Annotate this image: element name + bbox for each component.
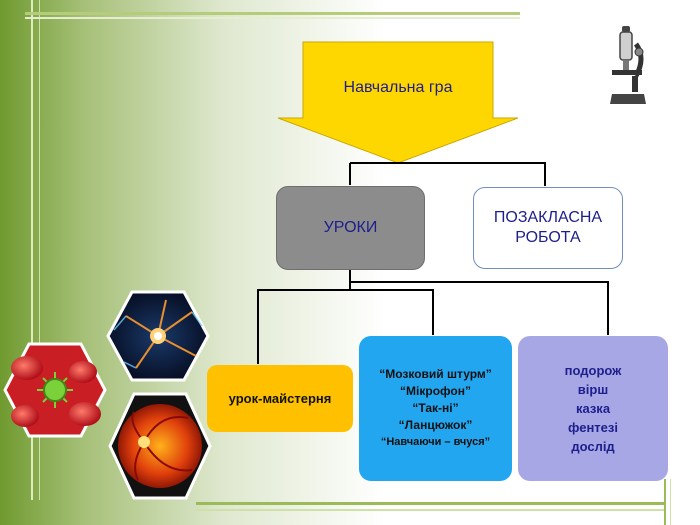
game-item: “Мозковий штурм” xyxy=(379,367,492,381)
blood-cells-image xyxy=(3,342,107,438)
game-item: “Навчаючи – вчуся” xyxy=(380,436,491,448)
retina-image xyxy=(108,392,212,500)
game-item: “Так-ні” xyxy=(412,401,459,415)
root-arrow-shape xyxy=(277,41,519,164)
top-bar-light xyxy=(25,17,520,19)
game-item: “Ланцюжок” xyxy=(398,418,473,432)
microscope-icon xyxy=(610,26,646,104)
bottom-bar xyxy=(196,502,666,505)
form-item: подорож xyxy=(564,363,622,378)
neuron-image xyxy=(106,290,210,382)
left-vertical-bar-thin xyxy=(39,0,40,500)
node-pozaklasna-line2: РОБОТА xyxy=(515,229,581,246)
form-item: казка xyxy=(575,401,611,416)
node-forms: подорож вірш казка фентезі дослід xyxy=(518,336,668,481)
right-vertical-bar xyxy=(664,479,666,525)
bottom-bar-light xyxy=(196,509,666,511)
node-pozaklasna-robota: ПОЗАКЛАСНА РОБОТА xyxy=(473,187,623,269)
node-games: “Мозковий штурм” “Мікрофон” “Так-ні” “Ла… xyxy=(359,336,512,481)
connector-uroky-to-forms xyxy=(349,270,609,335)
top-bar xyxy=(25,12,520,15)
form-item: фентезі xyxy=(568,420,618,435)
connector-uroky-to-games xyxy=(350,289,434,335)
connector-root-to-pozaklasna xyxy=(350,162,546,186)
node-pozaklasna-line1: ПОЗАКЛАСНА xyxy=(493,209,603,226)
form-item: дослід xyxy=(571,439,615,454)
node-uroky: УРОКИ xyxy=(276,186,425,270)
right-vertical-bar-thin xyxy=(670,479,671,525)
node-urok-maisternia-label: урок-майстерня xyxy=(228,391,332,406)
form-item: вірш xyxy=(577,382,609,397)
root-node-label: Навчальна гра xyxy=(343,79,453,96)
game-item: “Мікрофон” xyxy=(400,384,471,398)
left-vertical-bar xyxy=(31,0,33,500)
node-urok-maisternia: урок-майстерня xyxy=(207,365,353,432)
connector-uroky-to-workshop xyxy=(257,270,351,364)
node-uroky-label: УРОКИ xyxy=(323,219,378,236)
